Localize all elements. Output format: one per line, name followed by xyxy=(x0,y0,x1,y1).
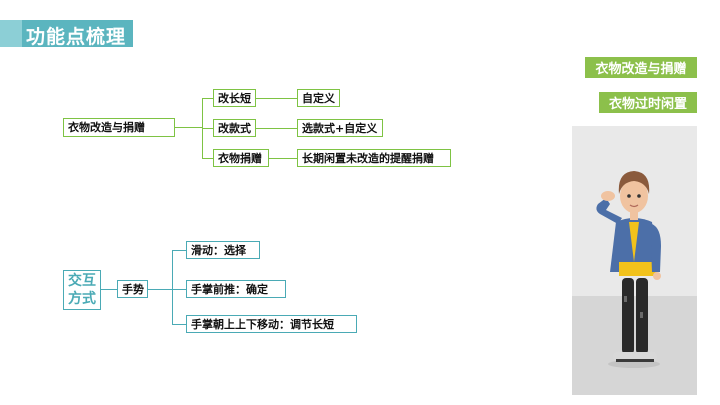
connector xyxy=(202,98,213,99)
connector xyxy=(269,158,297,159)
tree1-leaf-style-custom: 选款式+自定义 xyxy=(297,119,383,137)
connector xyxy=(175,127,202,128)
tree2-leaf-push: 手掌前推：确定 xyxy=(186,280,286,298)
connector xyxy=(172,250,173,324)
tree2-leaf-swipe: 滑动：选择 xyxy=(186,241,260,259)
connector xyxy=(202,158,213,159)
avatar-figure xyxy=(596,171,661,368)
connector xyxy=(101,289,117,290)
tree1-branch-donate: 衣物捐赠 xyxy=(213,149,269,167)
interaction-label-line1: 交互 xyxy=(68,273,96,289)
tree1-root: 衣物改造与捐赠 xyxy=(63,118,175,137)
tree2-leaf-palm-up: 手掌朝上上下移动：调节长短 xyxy=(186,315,357,333)
title-accent xyxy=(0,20,22,47)
connector xyxy=(256,128,297,129)
connector xyxy=(172,324,186,325)
connector xyxy=(172,250,186,251)
interaction-mode-label: 交互 方式 xyxy=(63,270,101,310)
tree2-root-gesture: 手势 xyxy=(117,280,148,298)
connector xyxy=(148,289,172,290)
tree1-branch-style: 改款式 xyxy=(213,119,256,137)
interaction-label-line2: 方式 xyxy=(68,291,96,307)
mode-button-idle[interactable]: 衣物过时闲置 xyxy=(599,92,697,113)
tree1-branch-length: 改长短 xyxy=(213,89,256,107)
page-title: 功能点梳理 xyxy=(26,26,127,48)
connector xyxy=(202,128,213,129)
avatar-floor xyxy=(572,296,697,395)
mode-button-donate[interactable]: 衣物改造与捐赠 xyxy=(585,57,697,78)
connector xyxy=(172,289,186,290)
connector xyxy=(256,98,297,99)
avatar-preview-panel xyxy=(572,126,697,395)
page-title-bar: 功能点梳理 xyxy=(0,20,133,48)
tree1-leaf-donate-reminder: 长期闲置未改造的提醒捐赠 xyxy=(297,149,451,167)
tree1-leaf-custom: 自定义 xyxy=(297,89,340,107)
